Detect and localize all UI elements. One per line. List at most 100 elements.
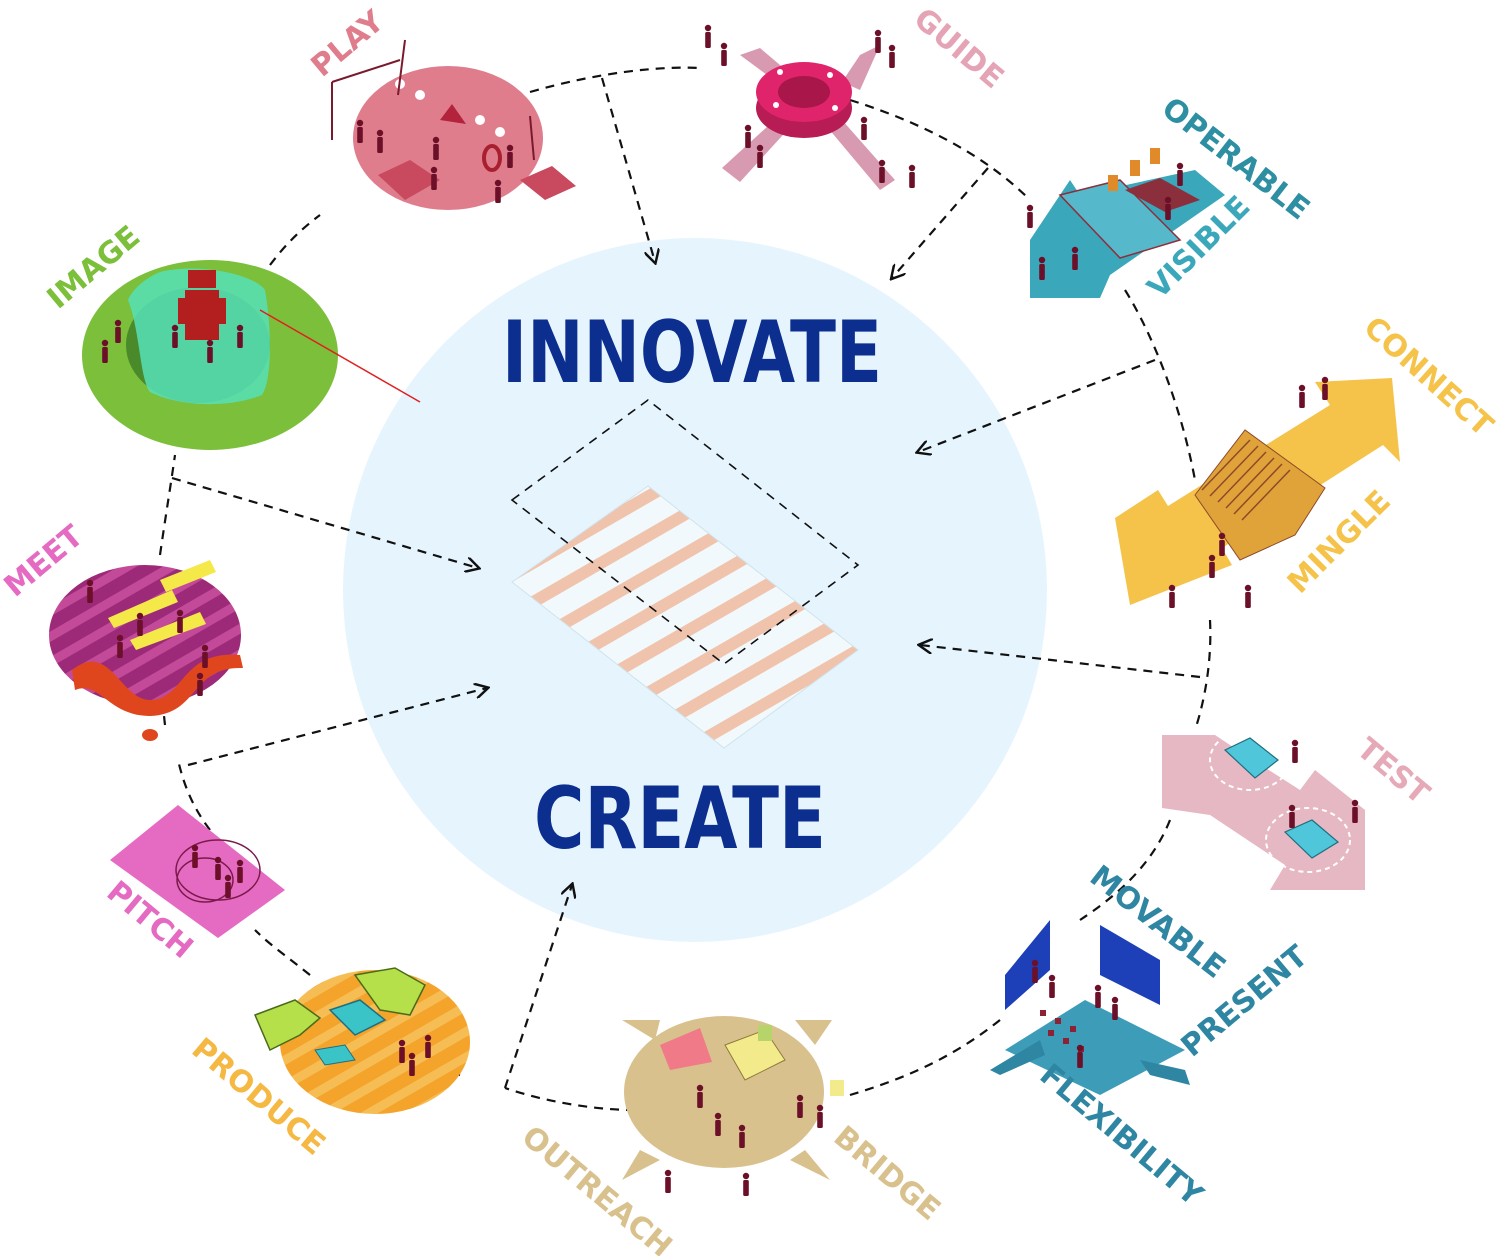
person-body [797, 1102, 803, 1118]
bridge-pavilion-icon [622, 1016, 844, 1180]
person-body [399, 1047, 405, 1063]
person-body [1209, 562, 1215, 578]
person-head [908, 164, 916, 172]
person-body [87, 587, 93, 603]
person-head [744, 124, 752, 132]
person-body [1245, 592, 1251, 608]
person-head [1026, 204, 1034, 212]
arrow-guide [600, 77, 655, 262]
person-body [665, 1177, 671, 1193]
person-body [879, 167, 885, 183]
person-head [1351, 799, 1359, 807]
person-head [376, 129, 384, 137]
person-body [1049, 982, 1055, 998]
person-head [714, 1112, 722, 1120]
person-body [237, 332, 243, 348]
person-body [1095, 992, 1101, 1008]
person-head [1048, 974, 1056, 982]
arrow-image [171, 476, 478, 568]
person-body [225, 882, 231, 898]
person-body [861, 124, 867, 140]
person-head [398, 1039, 406, 1047]
person-head [756, 144, 764, 152]
present-stage-icon [990, 920, 1190, 1095]
person-body [743, 1180, 749, 1196]
person-head [191, 844, 199, 852]
person-head [1031, 959, 1039, 967]
people-figures [86, 24, 1359, 1196]
person-body [1219, 540, 1225, 556]
person-head [1208, 554, 1216, 562]
operable-deck-icon [1030, 148, 1225, 298]
person-body [739, 1132, 745, 1148]
person-head [1076, 1044, 1084, 1052]
person-head [1094, 984, 1102, 992]
person-body [715, 1120, 721, 1136]
person-head [86, 579, 94, 587]
person-head [1244, 584, 1252, 592]
person-head [1288, 804, 1296, 812]
person-body [875, 37, 881, 53]
person-body [697, 1092, 703, 1108]
person-body [192, 852, 198, 868]
flow-arrows [171, 77, 1201, 1089]
person-head [236, 324, 244, 332]
arrow-operable [892, 167, 989, 278]
person-body [1177, 170, 1183, 186]
person-body [1289, 812, 1295, 828]
person-head [494, 179, 502, 187]
person-head [878, 159, 886, 167]
person-head [796, 1094, 804, 1102]
center-word-create: CREATE [534, 769, 826, 869]
produce-robots-icon [254, 967, 470, 1114]
label-play: PLAY [305, 3, 392, 84]
person-head [704, 24, 712, 32]
person-head [424, 1034, 432, 1042]
person-head [860, 116, 868, 124]
person-head [888, 44, 896, 52]
person-body [237, 867, 243, 883]
person-body [495, 187, 501, 203]
meet-lounge-icon [49, 560, 243, 741]
person-head [742, 1172, 750, 1180]
person-body [433, 144, 439, 160]
person-head [116, 634, 124, 642]
center-word-innovate: INNOVATE [502, 303, 882, 403]
floor-plate-icon [510, 398, 860, 749]
person-head [816, 1104, 824, 1112]
person-body [507, 152, 513, 168]
person-body [1039, 264, 1045, 280]
person-body [1169, 592, 1175, 608]
person-head [432, 136, 440, 144]
person-head [1218, 532, 1226, 540]
person-body [1077, 1052, 1083, 1068]
person-head [696, 1084, 704, 1092]
person-head [874, 29, 882, 37]
person-body [431, 174, 437, 190]
person-head [1038, 256, 1046, 264]
label-bridge: BRIDGE [827, 1119, 947, 1228]
person-body [1032, 967, 1038, 983]
person-head [201, 644, 209, 652]
person-body [117, 642, 123, 658]
arrow-pitch [187, 688, 487, 767]
person-head [664, 1169, 672, 1177]
person-head [196, 672, 204, 680]
person-body [215, 864, 221, 880]
person-body [909, 172, 915, 188]
person-body [1322, 384, 1328, 400]
person-head [1168, 584, 1176, 592]
person-body [102, 347, 108, 363]
person-body [757, 152, 763, 168]
person-body [357, 127, 363, 143]
arrow-connect [918, 358, 1156, 452]
pitch-platform-icon [110, 805, 285, 938]
person-head [1164, 196, 1172, 204]
person-head [1071, 246, 1079, 254]
guide-ring-icon [722, 45, 895, 190]
person-head [720, 42, 728, 50]
person-head [176, 609, 184, 617]
person-body [172, 332, 178, 348]
person-head [224, 874, 232, 882]
